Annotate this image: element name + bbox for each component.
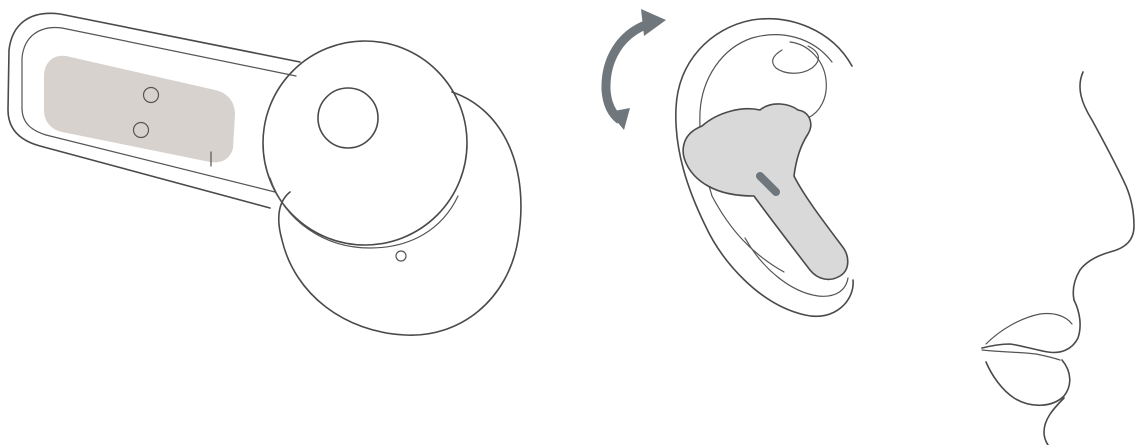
earbud-in-ear-icon: [683, 104, 848, 279]
earbud-head-rim: [270, 178, 458, 248]
sensor-pad: [44, 56, 235, 163]
face-lower-lip: [986, 360, 1070, 405]
face-forehead-nose: [1073, 72, 1134, 300]
earbud-in-ear-body: [683, 104, 848, 279]
earbud-vent-hole: [396, 251, 406, 261]
earbud-icon: [8, 13, 521, 335]
ear-tip-oval: [279, 92, 521, 335]
rotate-arrow-icon: [606, 9, 666, 130]
earbud-speaker-circle: [318, 88, 378, 148]
ear-antihelix: [790, 42, 826, 118]
rotate-arrow-arc: [606, 24, 648, 120]
face-upper-lip-top: [986, 313, 1072, 344]
face-upper-lip: [982, 300, 1080, 352]
ear-fold-upper: [773, 46, 819, 73]
face-profile-icon: [982, 72, 1134, 445]
rotate-arrow-head-top: [641, 9, 666, 36]
